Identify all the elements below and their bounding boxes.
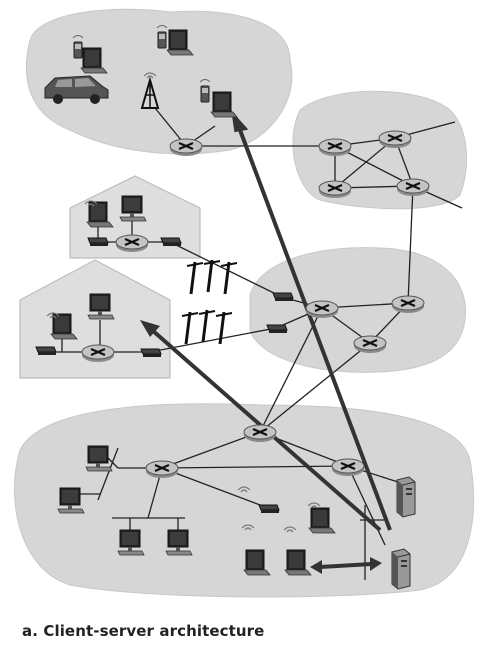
network-diagram: [14, 8, 474, 598]
modem-icon: [266, 324, 288, 334]
router-icon: [330, 457, 366, 478]
modem-icon: [35, 346, 57, 356]
mobile-network-cloud: [25, 8, 293, 155]
cell-tower-icon: [140, 72, 160, 109]
national-isp-cloud: [249, 247, 467, 373]
router-icon: [395, 177, 431, 198]
car-icon: [44, 75, 109, 104]
desktop-icon: [85, 445, 113, 472]
modem-icon: [258, 504, 280, 514]
desktop-icon: [87, 293, 115, 320]
modem-icon: [160, 237, 182, 247]
modem-icon: [87, 237, 109, 247]
router-icon: [390, 294, 426, 315]
router-icon: [304, 299, 340, 320]
modem-icon: [140, 348, 162, 358]
figure-caption: a. Client-server architecture: [22, 622, 265, 640]
router-icon: [114, 233, 150, 254]
router-icon: [144, 459, 180, 480]
desktop-icon: [117, 529, 145, 556]
router-icon: [242, 423, 278, 444]
utility-pole-icon: [219, 260, 239, 296]
desktop-icon: [119, 195, 147, 222]
router-icon: [377, 129, 413, 150]
router-icon: [317, 179, 353, 200]
router-icon: [80, 343, 116, 364]
server-icon: [391, 548, 411, 590]
modem-icon: [272, 292, 294, 302]
server-icon: [396, 476, 416, 518]
utility-pole-icon: [180, 310, 200, 346]
router-icon: [317, 137, 353, 158]
router-icon: [352, 334, 388, 355]
utility-pole-icon: [185, 260, 205, 296]
router-icon: [168, 137, 204, 158]
desktop-icon: [57, 487, 85, 514]
desktop-icon: [165, 529, 193, 556]
utility-pole-icon: [197, 308, 217, 344]
